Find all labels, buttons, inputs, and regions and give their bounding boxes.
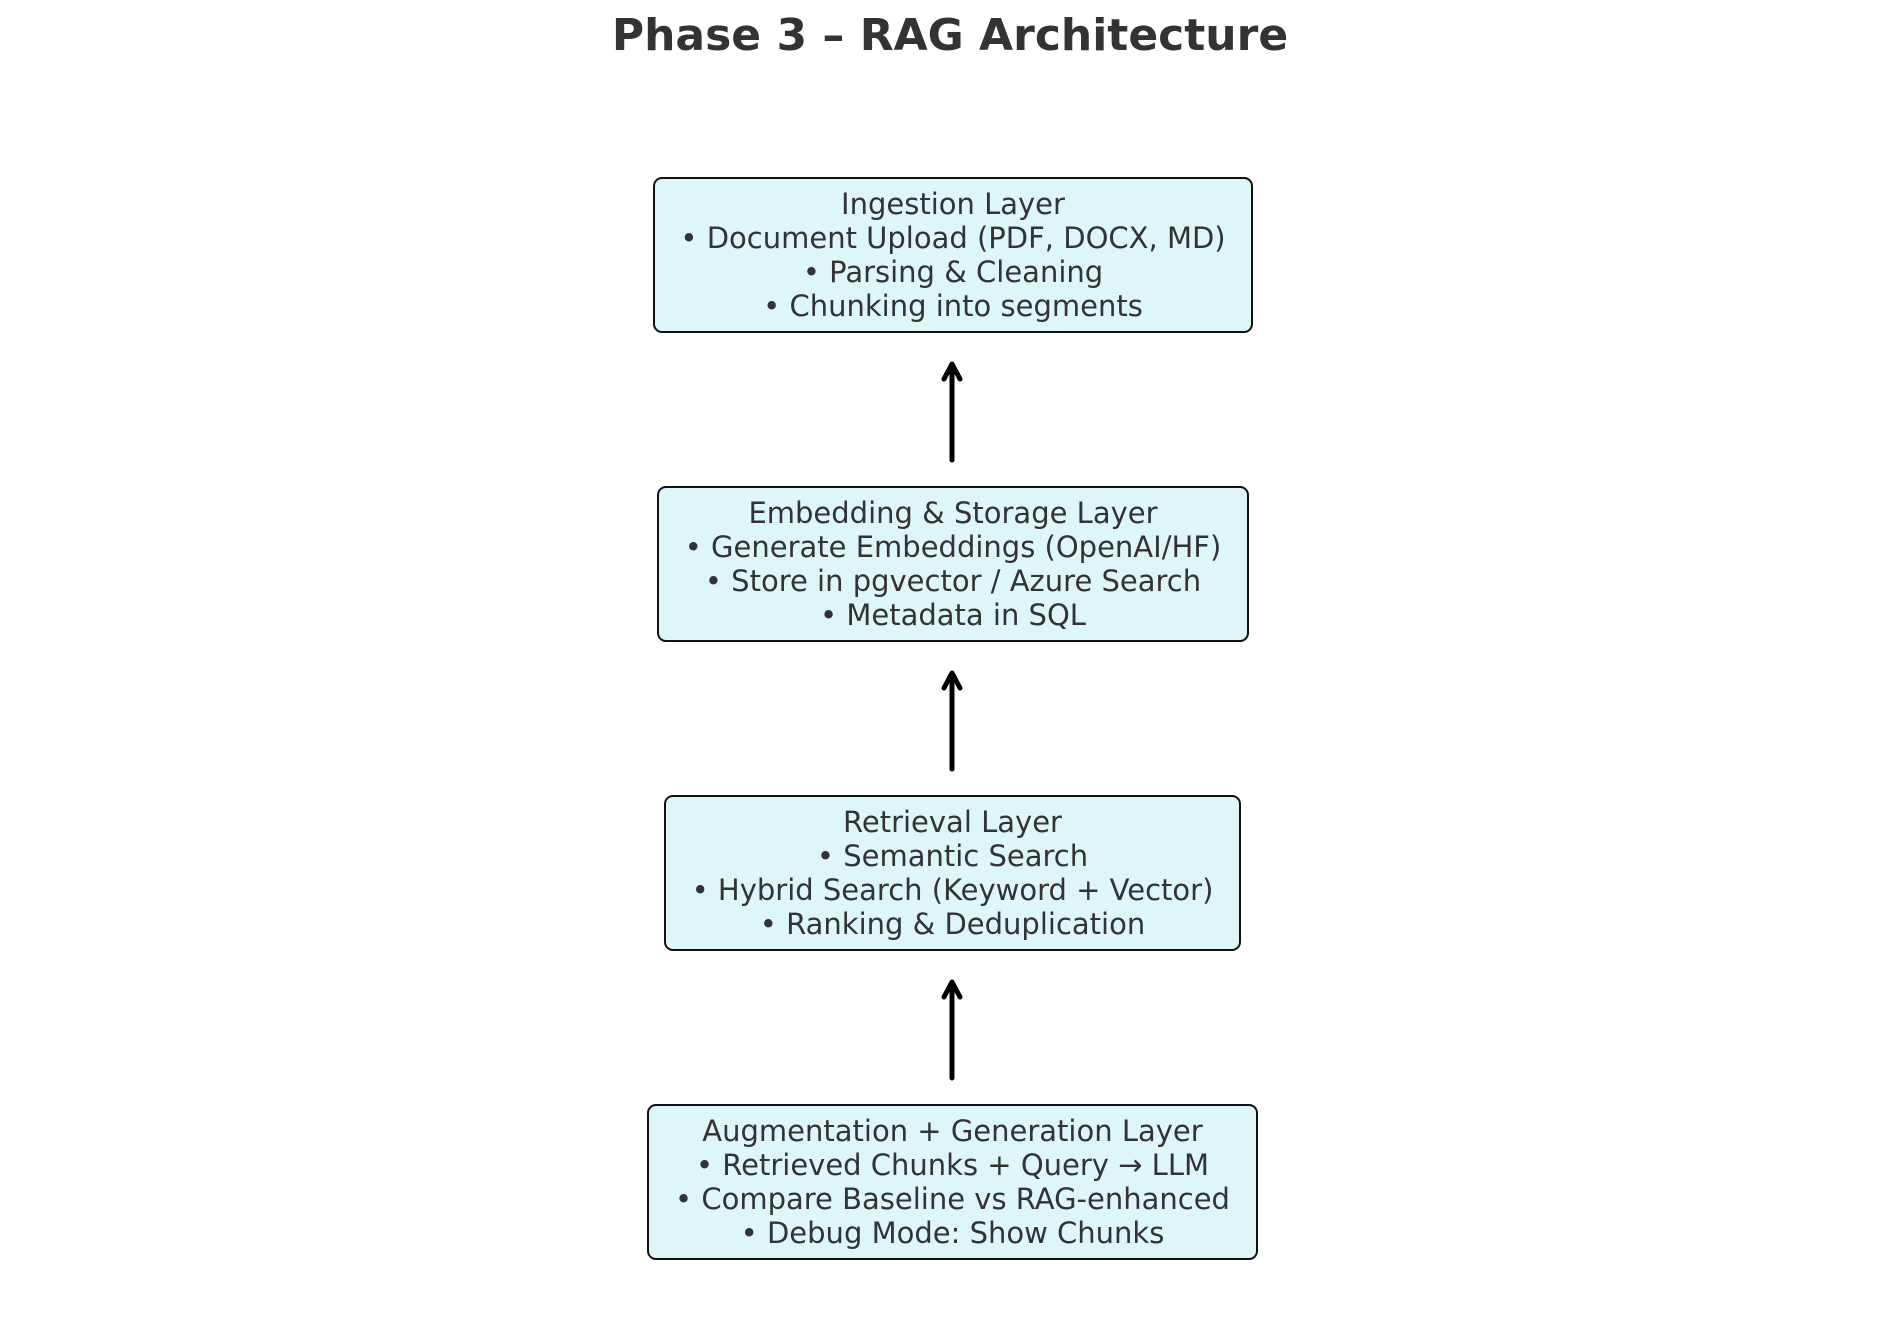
arrow-augmentation-to-retrieval	[941, 979, 963, 1081]
retrieval-layer-heading: Retrieval Layer	[843, 805, 1062, 839]
augmentation-generation-layer-item: • Retrieved Chunks + Query → LLM	[695, 1148, 1210, 1182]
embedding-storage-layer-heading: Embedding & Storage Layer	[748, 496, 1158, 530]
retrieval-layer-item: • Hybrid Search (Keyword + Vector)	[691, 873, 1214, 907]
embedding-storage-layer-item: • Generate Embeddings (OpenAI/HF)	[684, 530, 1222, 564]
embedding-storage-layer-box: Embedding & Storage Layer • Generate Emb…	[657, 486, 1249, 642]
arrow-embedding-to-ingestion	[941, 361, 963, 463]
augmentation-generation-layer-box: Augmentation + Generation Layer • Retrie…	[647, 1104, 1258, 1260]
embedding-storage-layer-item: • Metadata in SQL	[820, 598, 1086, 632]
retrieval-layer-item: • Ranking & Deduplication	[759, 907, 1146, 941]
augmentation-generation-layer-heading: Augmentation + Generation Layer	[702, 1114, 1203, 1148]
retrieval-layer-item: • Semantic Search	[816, 839, 1089, 873]
augmentation-generation-layer-item: • Debug Mode: Show Chunks	[740, 1216, 1165, 1250]
embedding-storage-layer-item: • Store in pgvector / Azure Search	[704, 564, 1202, 598]
diagram-title: Phase 3 – RAG Architecture	[611, 10, 1289, 61]
retrieval-layer-box: Retrieval Layer • Semantic Search • Hybr…	[664, 795, 1241, 951]
ingestion-layer-box: Ingestion Layer • Document Upload (PDF, …	[653, 177, 1253, 333]
ingestion-layer-item: • Parsing & Cleaning	[802, 255, 1104, 289]
augmentation-generation-layer-item: • Compare Baseline vs RAG-enhanced	[675, 1182, 1230, 1216]
ingestion-layer-heading: Ingestion Layer	[841, 187, 1065, 221]
ingestion-layer-item: • Chunking into segments	[763, 289, 1143, 323]
ingestion-layer-item: • Document Upload (PDF, DOCX, MD)	[680, 221, 1226, 255]
arrow-retrieval-to-embedding	[941, 670, 963, 772]
